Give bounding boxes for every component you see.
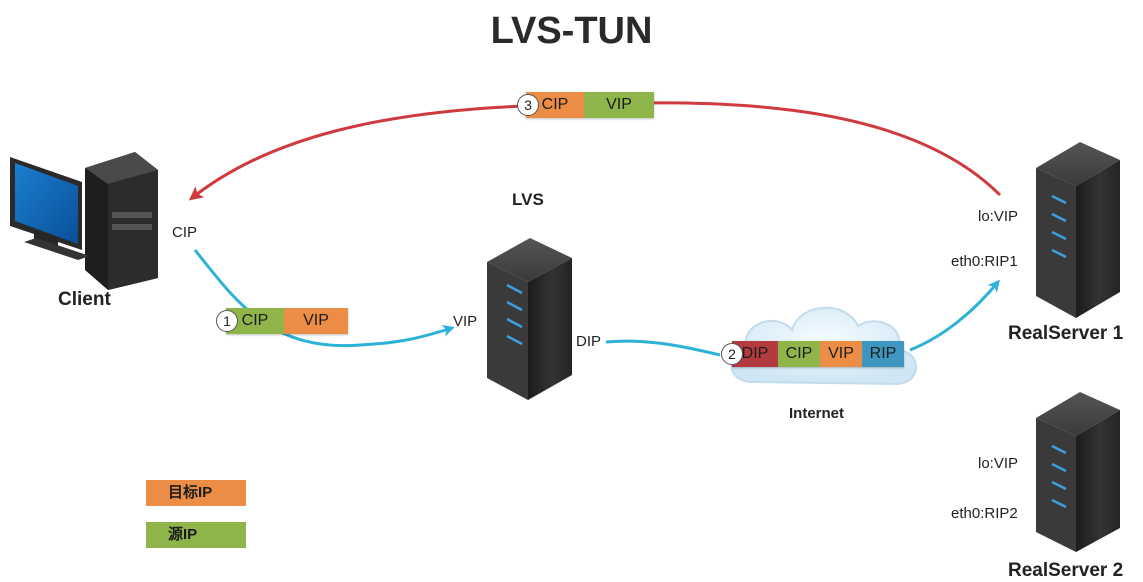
packet-2-field-rip: RIP (862, 341, 904, 367)
realserver1-icon (1036, 142, 1120, 318)
lvs-dip-label: DIP (576, 333, 602, 350)
rs2-name-label: RealServer 2 (1008, 560, 1124, 581)
lvs-name-label: LVS (512, 190, 544, 209)
legend-destination-ip: 目标IP (146, 480, 246, 506)
packet-1: CIP VIP (226, 308, 348, 334)
rs2-eth0-label: eth0:RIP2 (951, 505, 1018, 522)
rs1-name-label: RealServer 1 (1008, 323, 1124, 344)
realserver2-icon (1036, 392, 1120, 552)
arrow-lvs-to-internet (605, 339, 721, 357)
packet-3-field-vip: VIP (584, 92, 654, 118)
packet-1-field-cip: CIP (226, 308, 284, 334)
diagram-title: LVS-TUN (490, 10, 653, 52)
packet-3-number-badge: 3 (517, 94, 539, 116)
legend-source-ip: 源IP (146, 522, 246, 548)
packet-3: CIP VIP (526, 92, 654, 118)
rs2-lo-label: lo:VIP (978, 455, 1019, 472)
packet-2-field-cip: CIP (778, 341, 820, 367)
client-ip-label: CIP (172, 224, 198, 241)
internet-label: Internet (789, 405, 845, 422)
packet-2-field-vip: VIP (820, 341, 862, 367)
packet-2: DIP CIP VIP RIP (732, 341, 904, 367)
packet-1-field-vip: VIP (284, 308, 348, 334)
packet-2-number-badge: 2 (721, 343, 743, 365)
rs1-lo-label: lo:VIP (978, 208, 1019, 225)
arrow-client-to-lvs (193, 249, 455, 348)
client-computer-icon (10, 152, 158, 290)
lvs-server-icon (487, 238, 572, 400)
rs1-eth0-label: eth0:RIP1 (951, 253, 1018, 270)
packet-1-number-badge: 1 (216, 310, 238, 332)
arrow-internet-to-rs1 (909, 279, 1000, 352)
client-name-label: Client (58, 289, 111, 310)
lvs-vip-label: VIP (453, 313, 478, 330)
